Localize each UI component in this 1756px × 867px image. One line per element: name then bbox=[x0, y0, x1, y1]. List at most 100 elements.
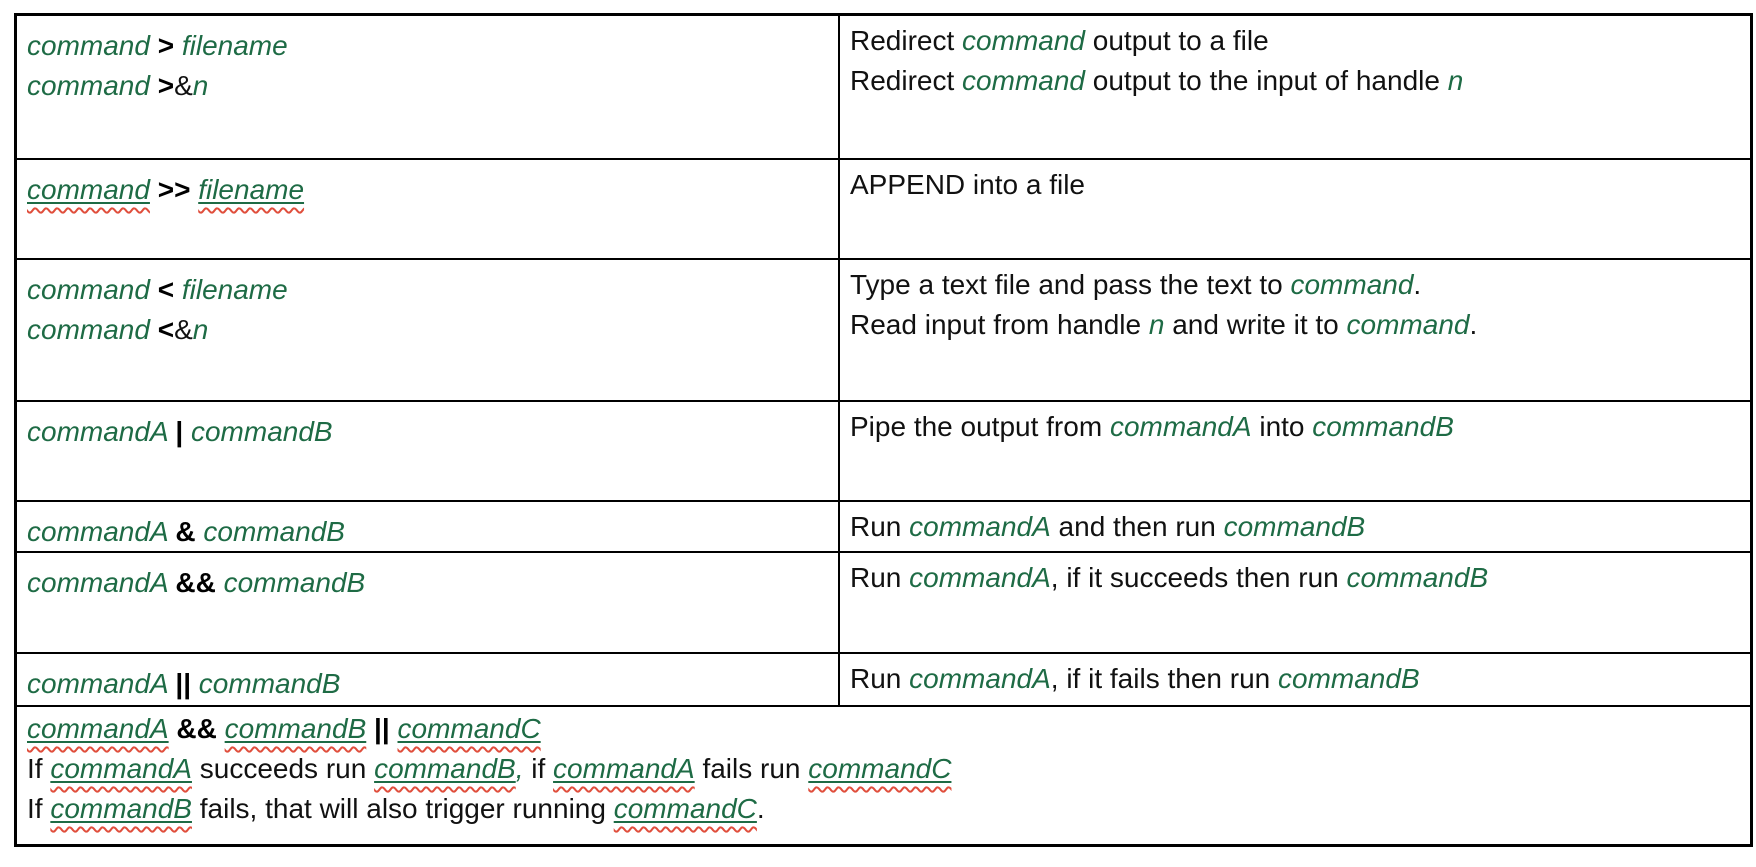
plain-text: . bbox=[1413, 269, 1422, 300]
command-word-underlined: commandA bbox=[50, 753, 192, 784]
operator-text: & bbox=[175, 516, 196, 547]
plain-text: Run bbox=[850, 511, 910, 542]
command-word-underlined: commandC bbox=[613, 793, 757, 824]
command-word: commandB bbox=[1346, 562, 1489, 593]
operator-text: || bbox=[175, 668, 192, 699]
command-word-underlined: filename bbox=[198, 174, 305, 205]
text-line: command <&n bbox=[27, 310, 826, 350]
command-word-underlined: command bbox=[27, 174, 150, 205]
operator-text: < bbox=[157, 314, 175, 345]
command-word: command bbox=[962, 65, 1085, 96]
command-word-underlined: commandB bbox=[50, 793, 192, 824]
command-word: filename bbox=[174, 30, 288, 61]
command-word: commandB bbox=[183, 416, 333, 447]
text-line: commandA || commandB bbox=[27, 664, 826, 704]
text-line: If commandA succeeds run commandB, if co… bbox=[27, 749, 1738, 789]
plain-text: , if it succeeds then run bbox=[1050, 562, 1347, 593]
command-word: command bbox=[962, 25, 1085, 56]
command-word: command bbox=[27, 70, 158, 101]
plain-text: Type a text file and pass the text to bbox=[850, 269, 1291, 300]
plain-text: APPEND into a file bbox=[850, 169, 1085, 200]
command-word-underlined: commandB bbox=[224, 713, 367, 744]
command-word-underlined: commandA bbox=[553, 753, 695, 784]
command-word: n bbox=[192, 314, 209, 345]
text-line: Read input from handle n and write it to… bbox=[850, 305, 1738, 345]
text-line: Redirect command output to a file bbox=[850, 21, 1738, 61]
syntax-cell: command >> filename bbox=[17, 160, 838, 258]
plain-text bbox=[366, 713, 374, 744]
spellcheck-squiggle-wrap: commandC bbox=[808, 753, 951, 784]
plain-text: output to a file bbox=[1084, 25, 1269, 56]
command-word-underlined: commandB bbox=[374, 753, 516, 784]
command-word-underlined: commandC bbox=[808, 753, 952, 784]
plain-text: fails run bbox=[694, 753, 809, 784]
plain-text: succeeds run bbox=[191, 753, 375, 784]
plain-text: Redirect bbox=[850, 25, 963, 56]
text-line: Type a text file and pass the text to co… bbox=[850, 265, 1738, 305]
plain-text: If bbox=[27, 793, 51, 824]
spellcheck-squiggle-wrap: commandB bbox=[374, 753, 516, 784]
operator-text: && bbox=[176, 713, 217, 744]
text-line: command >&n bbox=[27, 66, 826, 106]
command-word: commandB bbox=[191, 668, 341, 699]
plain-text: . bbox=[1469, 309, 1478, 340]
command-word: command bbox=[1290, 269, 1414, 300]
text-line: commandA && commandB || commandC bbox=[27, 709, 1738, 749]
text-line: APPEND into a file bbox=[850, 165, 1738, 205]
command-word: n bbox=[1447, 65, 1464, 96]
command-word: commandA bbox=[27, 516, 176, 547]
text-line: command >> filename bbox=[27, 170, 826, 210]
description-cell: Run commandA and then run commandB bbox=[838, 502, 1750, 551]
table-row: commandA | commandB Pipe the output from … bbox=[17, 400, 1750, 500]
syntax-cell: commandA && commandB bbox=[17, 553, 838, 652]
syntax-cell: commandA || commandB bbox=[17, 654, 838, 705]
command-word: n bbox=[192, 70, 209, 101]
plain-text: Redirect bbox=[850, 65, 963, 96]
spellcheck-squiggle-wrap: filename bbox=[198, 174, 304, 205]
plain-text bbox=[390, 713, 398, 744]
description-cell: Run commandA, if it fails then run comma… bbox=[838, 654, 1750, 705]
spellcheck-squiggle-wrap: commandC bbox=[398, 713, 541, 744]
operator-text: > bbox=[157, 70, 175, 101]
text-line: Run commandA and then run commandB bbox=[850, 507, 1738, 547]
operator-text: | bbox=[175, 416, 184, 447]
command-word: command bbox=[27, 30, 158, 61]
syntax-cell: commandA & commandB bbox=[17, 502, 838, 551]
plain-text: Read input from handle bbox=[850, 309, 1149, 340]
command-word: commandA bbox=[909, 562, 1051, 593]
command-word: commandB bbox=[215, 567, 366, 598]
text-line: command < filename bbox=[27, 270, 826, 310]
description-cell: Pipe the output from commandA into comma… bbox=[838, 402, 1750, 500]
spellcheck-squiggle-wrap: commandA bbox=[27, 713, 169, 744]
text-line: Redirect command output to the input of … bbox=[850, 61, 1738, 101]
text-line: Run commandA, if it succeeds then run co… bbox=[850, 558, 1738, 598]
command-word: commandA bbox=[909, 511, 1051, 542]
command-word: commandA bbox=[909, 663, 1051, 694]
command-word: filename bbox=[174, 274, 288, 305]
plain-text: and then run bbox=[1050, 511, 1224, 542]
command-word-underlined: commandC bbox=[397, 713, 541, 744]
spellcheck-squiggle-wrap: commandA bbox=[553, 753, 695, 784]
description-cell: Type a text file and pass the text to co… bbox=[838, 260, 1750, 400]
command-word: commandB bbox=[1278, 663, 1420, 694]
text-line: command > filename bbox=[27, 26, 826, 66]
text-line: If commandB fails, that will also trigge… bbox=[27, 789, 1738, 829]
syntax-cell: commandA | commandB bbox=[17, 402, 838, 500]
plain-text: and write it to bbox=[1164, 309, 1347, 340]
operator-text: && bbox=[175, 567, 216, 598]
plain-text: If bbox=[27, 753, 51, 784]
command-word: command bbox=[27, 274, 158, 305]
command-word: commandB bbox=[1223, 511, 1366, 542]
spellcheck-squiggle-wrap: commandB bbox=[50, 793, 192, 824]
text-line: commandA | commandB bbox=[27, 412, 826, 452]
command-word: commandB bbox=[195, 516, 345, 547]
text-line: Pipe the output from commandA into comma… bbox=[850, 407, 1738, 447]
description-cell: APPEND into a file bbox=[838, 160, 1750, 258]
command-word: commandA bbox=[27, 668, 176, 699]
